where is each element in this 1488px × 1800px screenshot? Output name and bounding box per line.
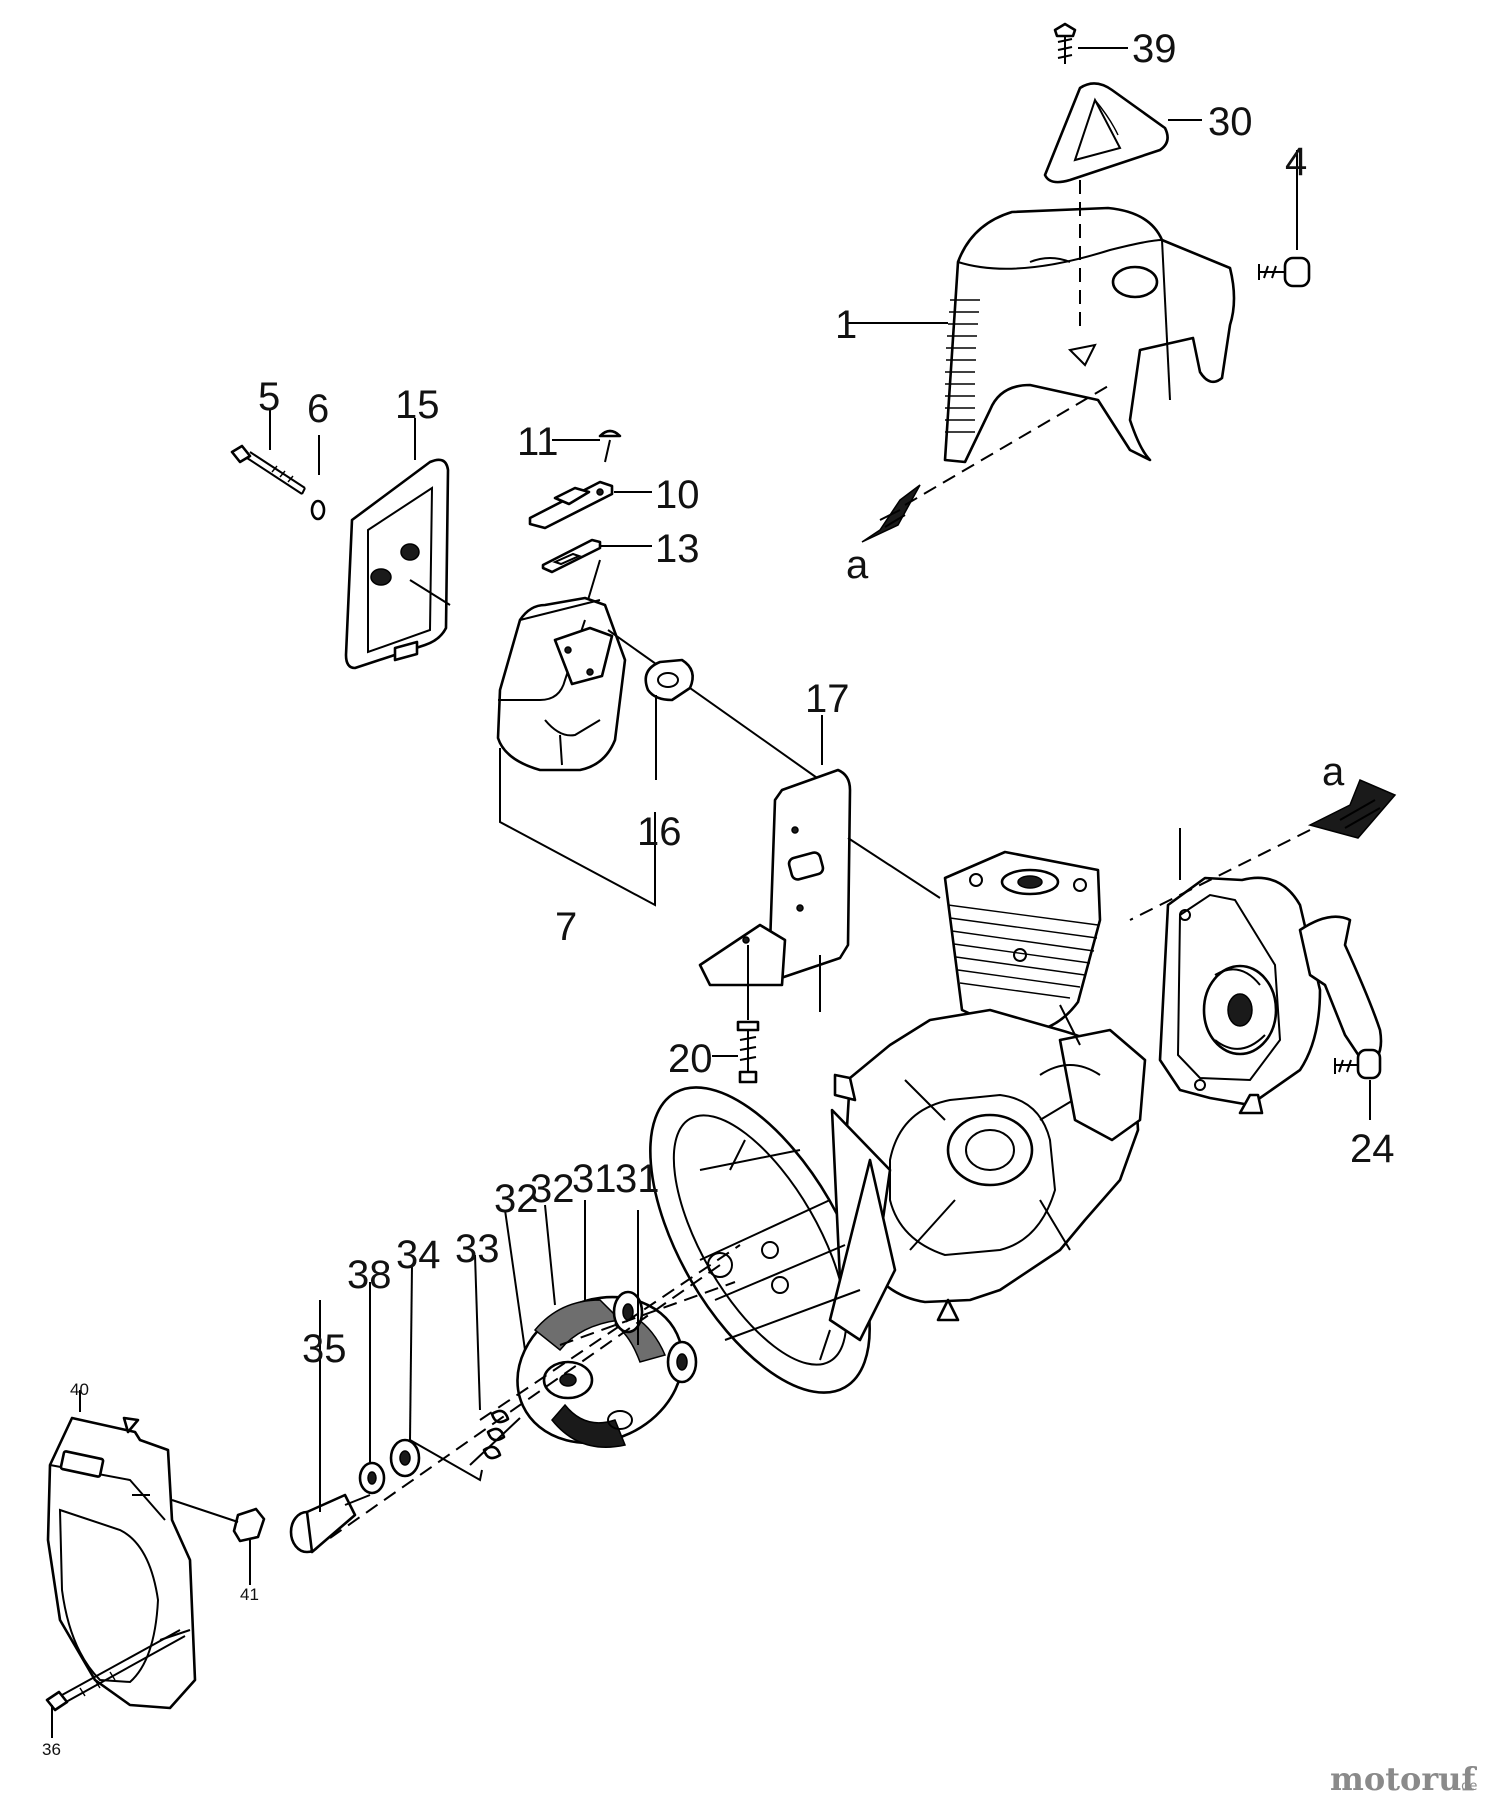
watermark-suffix: .de	[1457, 1779, 1477, 1794]
screw-39	[1053, 22, 1128, 64]
callout-32b: 32	[530, 1167, 575, 1211]
callout-6: 6	[307, 387, 329, 431]
callout-38: 38	[347, 1253, 392, 1297]
bolt-24	[1334, 1048, 1382, 1120]
washer-31a	[612, 1290, 644, 1334]
callout-5: 5	[258, 375, 280, 419]
cylinder-crankcase	[833, 850, 1147, 1322]
callout-40: 40	[70, 1380, 89, 1399]
spring-33	[469, 1409, 521, 1466]
muffler-body-7	[496, 559, 821, 907]
callout-a-top: a	[846, 543, 869, 587]
washer-31b	[666, 1340, 698, 1384]
bracket-10	[528, 480, 652, 530]
callout-32a: 32	[494, 1177, 539, 1221]
callout-a-right: a	[1322, 750, 1345, 794]
callout-33: 33	[455, 1227, 500, 1271]
screw-20	[712, 945, 760, 1084]
cover-knob-30	[1043, 82, 1202, 184]
bolt-35	[289, 1493, 371, 1554]
callout-20: 20	[668, 1037, 713, 1081]
bolt-4	[1258, 150, 1311, 288]
washer-38	[358, 1461, 386, 1495]
callout-41: 41	[240, 1585, 259, 1604]
callout-15: 15	[395, 383, 440, 427]
fan-cover-40	[46, 1390, 197, 1710]
flywheel	[649, 1086, 897, 1394]
callout-4: 4	[1285, 140, 1307, 184]
screw-36	[45, 1629, 186, 1738]
gasket-16	[644, 658, 694, 780]
gasket-13	[541, 538, 652, 574]
callout-labels: 39 30 4 1 a 5 6 15 11 10 13 17 16 7 a 20…	[42, 27, 1395, 1759]
callout-10: 10	[655, 473, 700, 517]
callout-16: 16	[637, 810, 682, 854]
callout-36: 36	[42, 1740, 61, 1759]
callout-11: 11	[517, 420, 559, 464]
callout-35: 35	[302, 1327, 347, 1371]
recoil-starter	[1129, 779, 1397, 1115]
heat-shield-17	[698, 715, 941, 1012]
washer-34	[389, 1438, 421, 1478]
callout-1: 1	[835, 303, 857, 347]
callout-7: 7	[555, 905, 577, 949]
callout-30: 30	[1208, 100, 1253, 144]
callout-39: 39	[1132, 27, 1177, 71]
callout-31b: 31	[615, 1157, 660, 1201]
callout-31a: 31	[572, 1157, 617, 1201]
screw-11	[552, 429, 622, 463]
watermark: motoruf .de	[1330, 1760, 1477, 1798]
watermark-brand: motoruf	[1330, 1760, 1477, 1798]
clutch-leaders	[319, 1200, 741, 1539]
callout-34: 34	[396, 1233, 441, 1277]
muffler-plate-15	[344, 418, 451, 670]
callout-24: 24	[1350, 1127, 1395, 1171]
engine-shroud-1	[848, 180, 1236, 543]
callout-13: 13	[655, 527, 700, 571]
washer-6	[310, 435, 326, 521]
clutch-shoe-32	[516, 1295, 684, 1448]
callout-17: 17	[805, 677, 850, 721]
nut-41	[171, 1499, 266, 1585]
bolt-5	[230, 410, 306, 495]
